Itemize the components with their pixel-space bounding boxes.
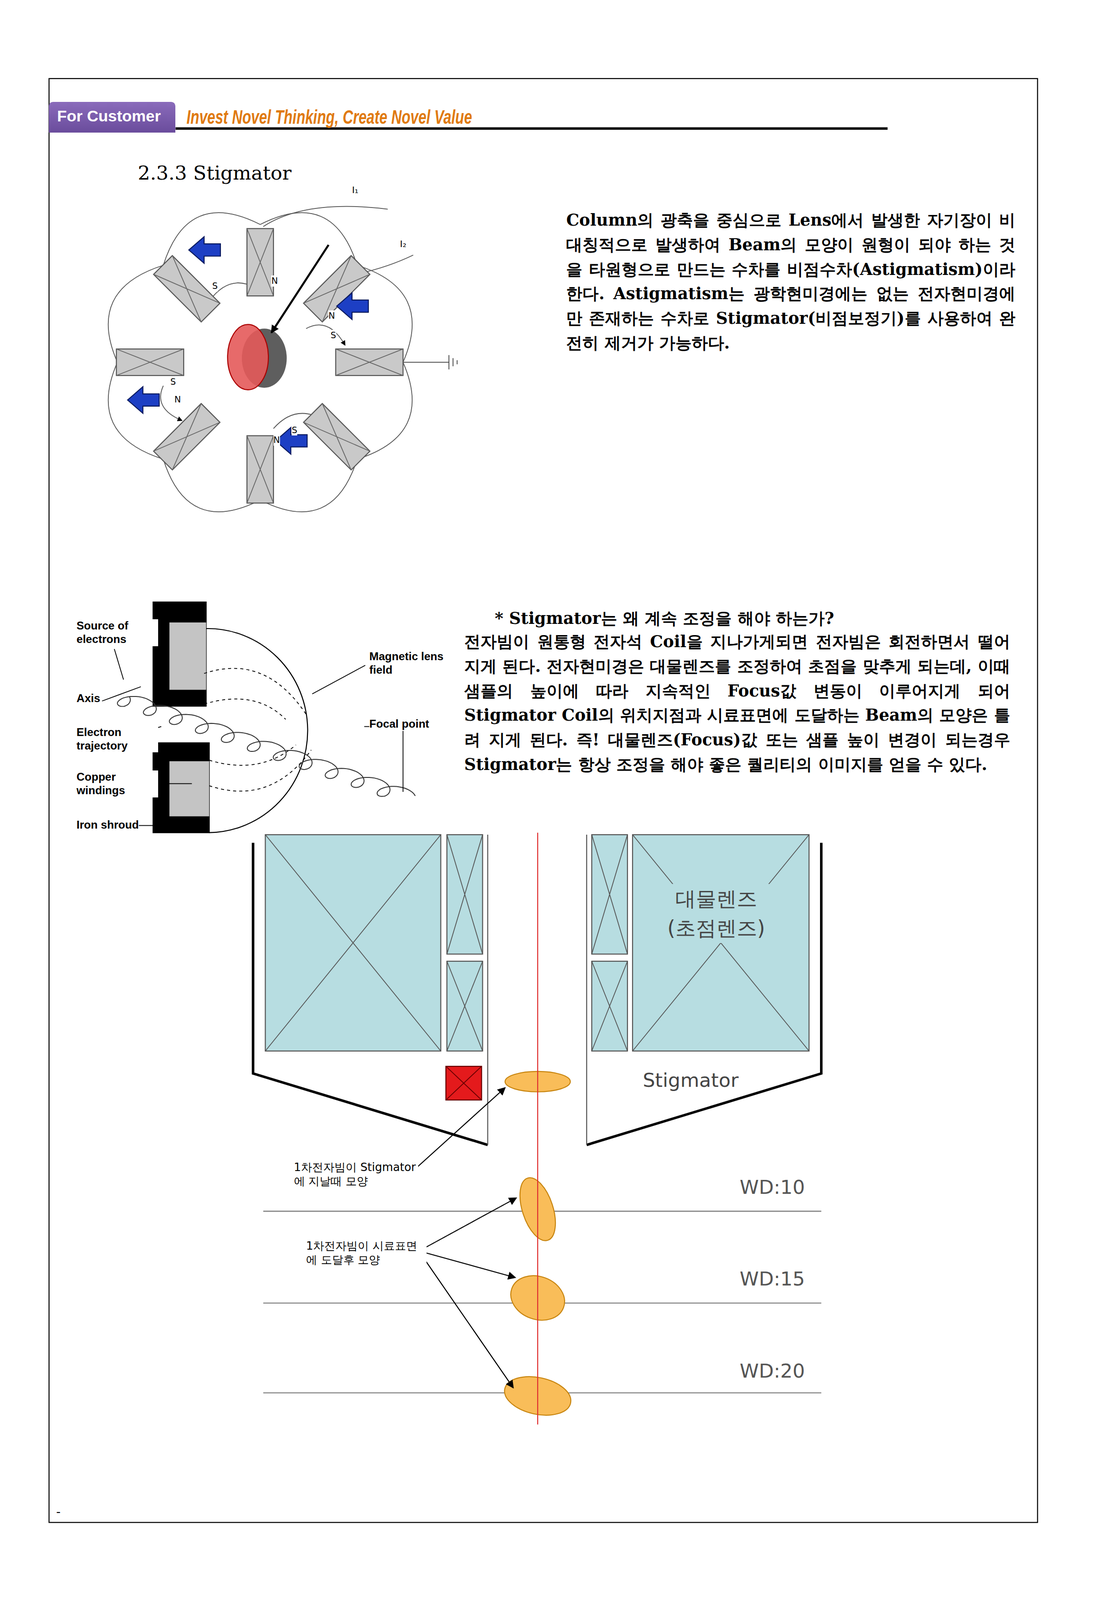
part-label: Source of electrons: [76, 619, 159, 647]
stigmator-coils: [271, 244, 329, 333]
stigmator-coils: [108, 206, 458, 512]
objective-lens-section: [632, 834, 809, 1051]
page-border: [48, 78, 1038, 1522]
objective-lens-box: 대물렌즈 (초점렌즈): [632, 834, 809, 1051]
current-label: I₁: [352, 184, 359, 197]
objective-lens-section: [410, 1087, 517, 1388]
current-label: I₂: [400, 238, 407, 251]
part-label: Axis: [76, 691, 101, 706]
magnetic-lens: [364, 726, 403, 792]
stigmator-coils: [127, 386, 160, 414]
pole-letter: N: [271, 275, 278, 287]
question-heading: * Stigmator는 왜 계속 조정을 해야 하는가?: [494, 606, 835, 631]
objective-lens-section: [446, 960, 483, 1051]
callout-label: 1차전자빔이 시료표면 에 도달후 모양: [306, 1238, 427, 1267]
objective-lens-section: [446, 1066, 482, 1100]
section-heading: 2.3.3 Stigmator: [137, 161, 292, 185]
stigmator-coils: [336, 292, 369, 320]
part-label: Magnetic lens field: [369, 649, 456, 677]
header-tab: For Customer: [48, 101, 176, 133]
objective-lens-section: [591, 960, 628, 1051]
stigmator-coils: [275, 427, 307, 454]
magnetic-lens: [206, 628, 308, 833]
node-text: 대물렌즈 (초점렌즈): [660, 883, 772, 943]
magnetic-lens: [153, 601, 207, 707]
objective-lens-section: [265, 834, 441, 1051]
stigmator-coils: [303, 403, 371, 470]
header-rule: [175, 127, 888, 129]
part-label: Copper windings: [76, 770, 159, 798]
stigmator-coil: Stigmator: [591, 1066, 628, 1100]
page-number: -: [56, 1503, 61, 1520]
stigmator-coils: [335, 348, 404, 376]
working-distance: WD:10: [739, 1175, 805, 1199]
description-text: 전자빔이 원통형 전자석 Coil을 지나가게되면 전자빔은 회전하면서 떨어지…: [464, 629, 1011, 777]
pole-letter: S: [212, 280, 218, 292]
stigmator-coils: [402, 354, 457, 370]
objective-lens-section: [537, 832, 539, 1425]
objective-lens-section: [591, 834, 628, 954]
objective-lens-section: [446, 1066, 482, 1100]
stigmator-coils: [303, 255, 371, 322]
pole-letter: S: [291, 424, 298, 436]
magnetic-lens: [101, 686, 141, 701]
objective-lens-section: [446, 960, 483, 1051]
stigmator-coils: [246, 228, 274, 296]
objective-lens-section: [446, 834, 483, 954]
objective-lens-section: [591, 834, 628, 954]
working-distance: WD:20: [739, 1359, 805, 1382]
objective-lens-section: [410, 1087, 506, 1174]
magnetic-lens: [117, 696, 415, 797]
objective-lens-section: [632, 834, 809, 1051]
pole-letter: N: [328, 310, 335, 321]
node-text: For Customer: [57, 106, 161, 126]
tagline: Invest Novel Thinking, Create Novel Valu…: [186, 106, 473, 129]
part-label: Iron shroud: [76, 818, 140, 832]
magnetic-lens: [169, 760, 210, 816]
working-distance: WD:15: [739, 1267, 805, 1290]
magnetic-lens: [114, 648, 124, 680]
stigmator-coils: [246, 435, 274, 504]
magnetic-lens: [204, 668, 312, 792]
stigmator-coils: [188, 236, 221, 264]
electron-trajectory: [117, 696, 415, 797]
stigmator-coils: [153, 403, 221, 470]
part-label: Focal point: [369, 717, 430, 731]
pole-letter: S: [170, 376, 176, 387]
part-label: Electron trajectory: [76, 725, 159, 753]
magnetic-lens: [169, 622, 207, 690]
stigmator-coils: [227, 324, 269, 390]
magnetic-lens: [153, 742, 210, 833]
objective-lens-section: [265, 834, 441, 1051]
stigmator-coils: [160, 385, 182, 421]
stigmator-coils: [359, 254, 414, 274]
stigmator-coils: [263, 206, 388, 227]
stigmator-coils: [153, 255, 221, 322]
pole-letter: N: [174, 393, 181, 405]
objective-lens-section: [591, 960, 628, 1051]
page-border: [48, 78, 1038, 1522]
stigmator-coils: [108, 212, 413, 512]
stigmator-coils: [306, 324, 345, 345]
objective-lens-section: [253, 832, 822, 1425]
pole-letter: N: [273, 434, 281, 446]
stigmator-coils: [116, 348, 184, 376]
callout-label: 1차전자빔이 Stigmator 에 지날때 모양: [293, 1160, 419, 1188]
pole-letter: S: [330, 329, 337, 341]
magnetic-lens: [138, 824, 180, 826]
magnetic-lens: [312, 665, 366, 694]
objective-lens-section: [426, 1252, 516, 1278]
node-text: Stigmator: [642, 1068, 739, 1092]
description-text: Column의 광축을 중심으로 Lens에서 발생한 자기장이 비대칭적으로 …: [566, 207, 1015, 355]
objective-lens-section: [446, 834, 483, 954]
objective-lens-section: [424, 1258, 514, 1388]
objective-lens-section: [426, 1197, 517, 1247]
